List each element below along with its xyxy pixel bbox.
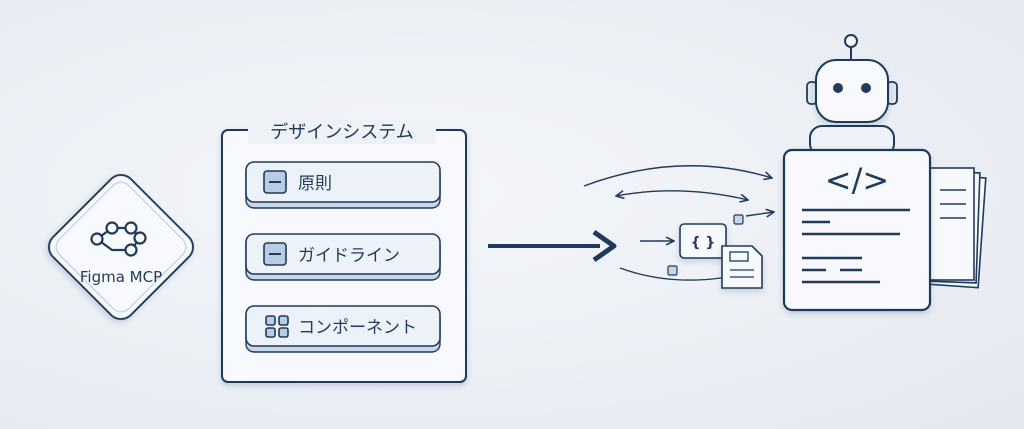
guidelines-button[interactable]: ガイドライン: [245, 233, 441, 281]
minus-square-icon: [263, 170, 287, 194]
components-button[interactable]: コンポーネント: [245, 305, 441, 353]
code-glyph: </>: [825, 161, 889, 199]
robot-icon: [806, 34, 898, 157]
figma-mcp-node: Figma MCP: [48, 174, 194, 320]
save-file-icon: [721, 245, 763, 289]
grid-four-icon: [265, 315, 289, 338]
design-system-title: デザインシステム: [270, 122, 413, 143]
data-flow-curves: [583, 165, 774, 281]
stacked-pages-icon: [921, 167, 987, 289]
node-graph-icon: [90, 221, 147, 257]
design-system-panel: デザインシステム 原則 ガイドライン: [221, 118, 467, 383]
guidelines-label: ガイドライン: [298, 246, 400, 266]
main-arrow-icon: [488, 229, 617, 263]
figma-mcp-label: Figma MCP: [80, 268, 162, 286]
components-label: コンポーネント: [298, 318, 417, 338]
json-glyph: { }: [691, 235, 716, 251]
code-document-icon: </>: [782, 148, 932, 312]
principles-label: 原則: [298, 174, 332, 194]
json-card-icon: { }: [679, 223, 727, 259]
minus-square-icon: [263, 242, 287, 266]
principles-button[interactable]: 原則: [245, 161, 441, 209]
